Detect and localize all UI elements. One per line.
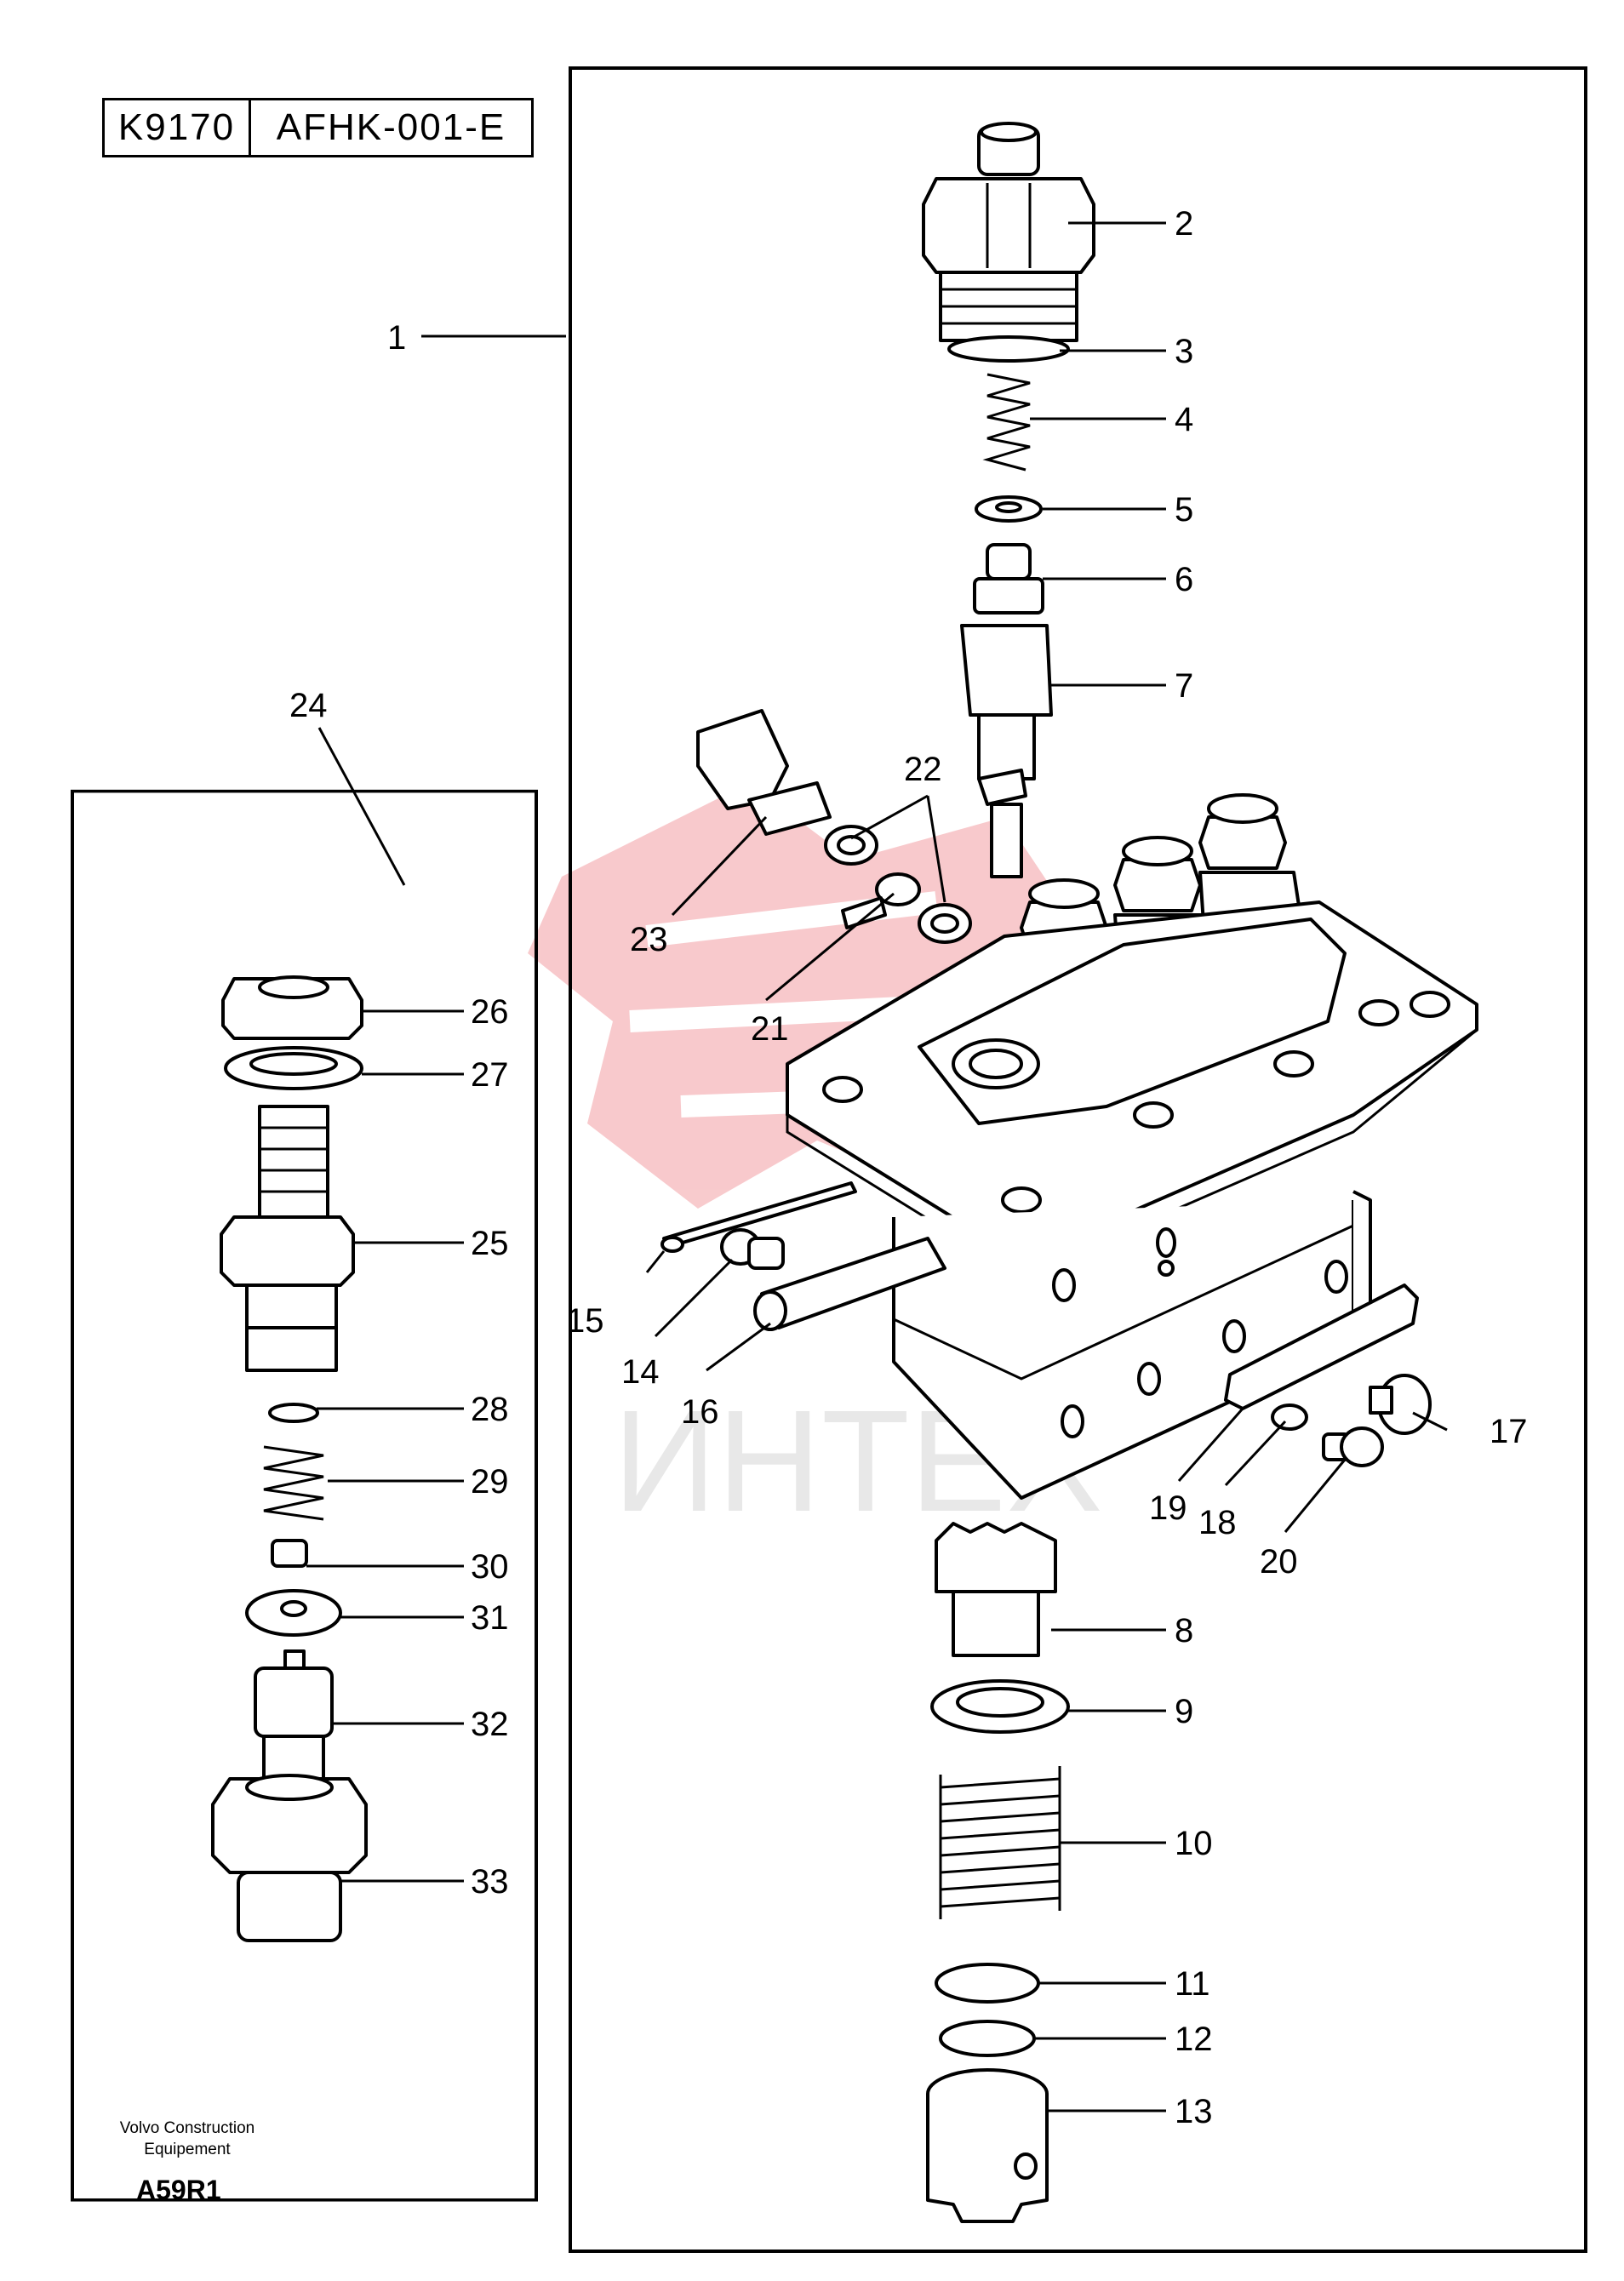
spring-washer	[1271, 1403, 1308, 1431]
callout-2: 2	[1175, 205, 1193, 243]
small-washer	[268, 1403, 319, 1423]
callout-3: 3	[1175, 333, 1193, 370]
drawing-code: K9170	[117, 106, 236, 148]
plunger-spring	[939, 1766, 1061, 1919]
figure-code: A59R1	[136, 2175, 221, 2205]
callout-25: 25	[471, 1225, 509, 1262]
spring-seat	[930, 1679, 1070, 1734]
publisher-line-1: Volvo Construction	[119, 2119, 255, 2137]
washer-pair	[824, 825, 972, 944]
callout-32: 32	[471, 1706, 509, 1743]
washer	[975, 495, 1043, 523]
screw	[1322, 1426, 1384, 1467]
injector-frame	[71, 789, 538, 2202]
spacer	[245, 1589, 342, 1637]
cap-nut	[221, 975, 363, 1040]
stopper-bolt	[720, 1228, 785, 1270]
nozzle-connector	[696, 709, 832, 836]
seal-washer	[224, 1046, 363, 1090]
callout-4: 4	[1175, 401, 1193, 438]
drawing-ref: AFHK-001-E	[276, 106, 506, 148]
callout-29: 29	[471, 1463, 509, 1501]
callout-24: 24	[289, 687, 328, 724]
callout-14: 14	[621, 1353, 660, 1391]
callout-33: 33	[471, 1863, 509, 1901]
callout-5: 5	[1175, 491, 1193, 529]
callout-28: 28	[471, 1391, 509, 1428]
callout-7: 7	[1175, 667, 1193, 705]
plate-cover	[1224, 1283, 1419, 1410]
drawing-ref-box: AFHK-001-E	[249, 98, 534, 157]
nozzle	[254, 1649, 334, 1789]
callout-19: 19	[1149, 1489, 1187, 1527]
callout-30: 30	[471, 1548, 509, 1586]
callout-10: 10	[1175, 1825, 1213, 1862]
valve-spring	[982, 373, 1031, 472]
callout-8: 8	[1175, 1612, 1193, 1649]
callout-22: 22	[904, 751, 942, 788]
leader-lines	[306, 221, 1448, 2112]
callout-23: 23	[630, 921, 668, 958]
plug	[1369, 1374, 1432, 1435]
drawing-code-box: K9170	[102, 98, 251, 157]
spring-seat-small	[271, 1539, 308, 1568]
callout-9: 9	[1175, 1693, 1193, 1730]
pressure-spring	[263, 1445, 324, 1521]
callout-6: 6	[1175, 561, 1193, 598]
adjusting-shim	[939, 2020, 1036, 2057]
callout-11: 11	[1175, 1965, 1210, 2003]
callout-16: 16	[681, 1393, 719, 1431]
callout-12: 12	[1175, 2021, 1213, 2058]
callout-26: 26	[471, 993, 509, 1031]
publisher-line-2: Equipement	[144, 2141, 231, 2158]
gasket-ring	[947, 335, 1070, 363]
retaining-nut	[211, 1774, 368, 1942]
banjo-bolt	[841, 872, 921, 929]
pump-body	[786, 793, 1478, 1500]
control-sleeve	[935, 1522, 1057, 1657]
tappet	[926, 2068, 1049, 2223]
callout-31: 31	[471, 1599, 509, 1637]
delivery-valve-holder	[922, 122, 1095, 342]
callout-numbers: 1 2 3 4 5 6 7 8 9 10 11 12 13 14 15 16 1…	[289, 205, 1528, 2130]
main-frame	[569, 66, 1587, 2253]
callout-17: 17	[1490, 1413, 1528, 1450]
pin	[753, 1237, 946, 1331]
callout-27: 27	[471, 1056, 509, 1094]
callout-15: 15	[566, 1302, 604, 1340]
callout-18: 18	[1198, 1504, 1237, 1541]
callout-1: 1	[387, 319, 406, 357]
delivery-valve	[960, 543, 1053, 878]
callout-21: 21	[751, 1010, 789, 1048]
callout-20: 20	[1260, 1543, 1298, 1581]
nozzle-holder-body	[220, 1105, 355, 1372]
control-rack	[660, 1181, 857, 1253]
callout-13: 13	[1175, 2093, 1213, 2130]
lower-spring-seat	[935, 1963, 1040, 2004]
